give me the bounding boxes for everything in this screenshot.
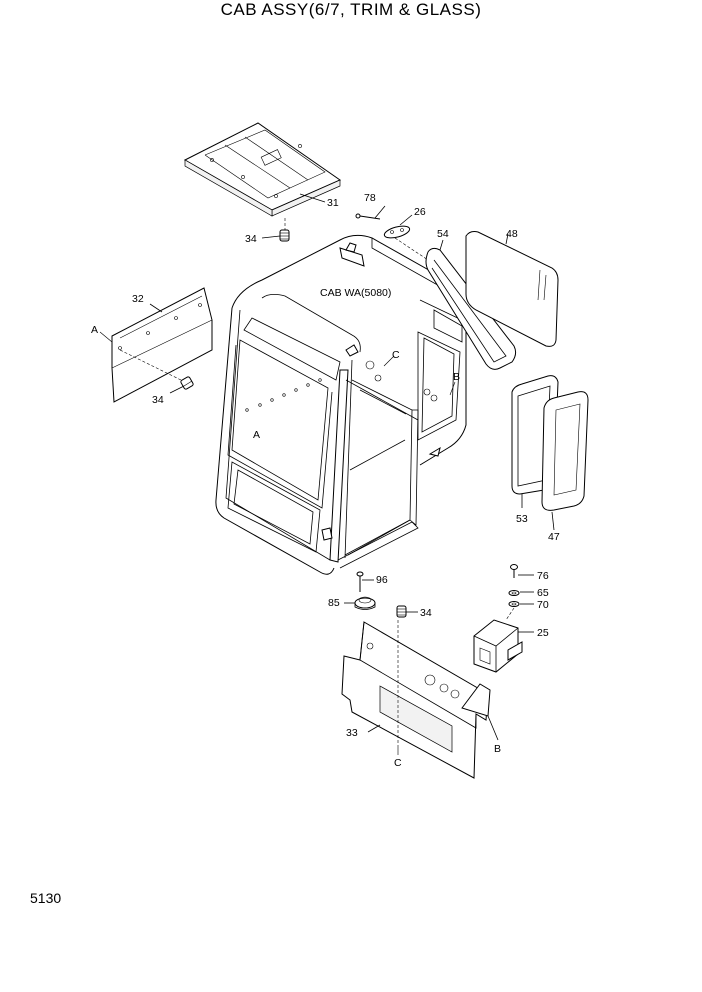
- upper-window-seal-part: [425, 247, 517, 370]
- callout-a: A: [91, 324, 98, 336]
- page-title: CAB ASSY(6/7, TRIM & GLASS): [220, 0, 482, 19]
- callout-c: C: [394, 757, 402, 769]
- cab-frame: [215, 234, 467, 575]
- frame-bolt-holes: [245, 360, 438, 412]
- callout-34: 34: [245, 233, 257, 245]
- callout-34: 34: [152, 394, 164, 406]
- callout-47: 47: [548, 531, 560, 543]
- callout-26: 26: [414, 206, 426, 218]
- callout-a: A: [253, 429, 260, 441]
- bracket-part: [383, 225, 411, 239]
- upper-window-glass-part: [465, 231, 559, 347]
- switch-box-part: [473, 619, 523, 673]
- callout-33: 33: [346, 727, 358, 739]
- callout-34: 34: [420, 607, 432, 619]
- washer-part: [508, 590, 520, 596]
- bolt-part: [510, 564, 518, 578]
- callout-b: B: [494, 743, 501, 755]
- lower-window-glass-part: [541, 391, 589, 511]
- callout-70: 70: [537, 599, 549, 611]
- callout-32: 32: [132, 293, 144, 305]
- callout-53: 53: [516, 513, 528, 525]
- callout-b: B: [453, 371, 460, 383]
- callout-48: 48: [506, 228, 518, 240]
- lock-washer-part: [508, 601, 520, 607]
- callout-labels: 31 34 78 26 54 48 32 A 34 C B A 53 47 96…: [91, 192, 560, 769]
- cab-assembly-label: CAB WA(5080): [320, 287, 391, 299]
- clip-spring-part: [279, 229, 290, 242]
- callout-65: 65: [537, 587, 549, 599]
- clip-spring-part: [396, 605, 407, 618]
- callout-96: 96: [376, 574, 388, 586]
- grommet-part: [354, 596, 376, 610]
- side-trim-panel-part: [111, 287, 213, 403]
- roof-panel-part: [183, 122, 342, 217]
- clip-spring-part: [180, 376, 194, 390]
- page-number: 5130: [30, 890, 62, 906]
- callout-76: 76: [537, 570, 549, 582]
- callout-54: 54: [437, 228, 449, 240]
- callout-c: C: [392, 349, 400, 361]
- callout-31: 31: [327, 197, 339, 209]
- callout-85: 85: [328, 597, 340, 609]
- screw-part: [355, 213, 381, 220]
- callout-78: 78: [364, 192, 376, 204]
- callout-25: 25: [537, 627, 549, 639]
- screw-part: [356, 571, 364, 592]
- rear-trim-panel-part: [341, 621, 491, 779]
